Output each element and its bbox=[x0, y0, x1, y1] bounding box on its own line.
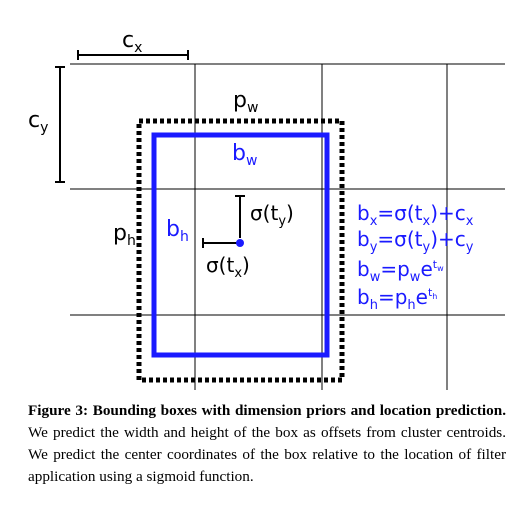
bh-label: bh bbox=[166, 217, 189, 245]
sigma-ty-label: σ(ty) bbox=[250, 201, 294, 229]
figure-caption: Figure 3: Bounding boxes with dimension … bbox=[28, 400, 506, 488]
equations: bx=σ(tx)+cx by=σ(ty)+cy bw=pwetw bh=phet… bbox=[357, 201, 474, 313]
equation-bx: bx=σ(tx)+cx bbox=[357, 201, 474, 229]
ph-label: ph bbox=[113, 221, 136, 249]
bw-label: bw bbox=[232, 141, 257, 169]
cy-label: cy bbox=[28, 108, 48, 136]
equation-by: by=σ(ty)+cy bbox=[357, 227, 474, 255]
pw-label: pw bbox=[233, 88, 258, 116]
prior-box bbox=[136, 118, 345, 383]
caption-body: We predict the width and height of the b… bbox=[28, 424, 506, 485]
equation-bw: bw=pwetw bbox=[357, 257, 444, 285]
bounding-box-diagram: cx cy pw ph bw bh σ(ty) σ(tx) bbox=[28, 28, 505, 390]
equation-bh: bh=pheth bbox=[357, 285, 437, 313]
center-point bbox=[236, 239, 244, 247]
grid bbox=[70, 63, 505, 390]
caption-title: Bounding boxes with dimension priors and… bbox=[92, 402, 506, 419]
predicted-box bbox=[151, 132, 330, 358]
sigma-ty-marker bbox=[235, 195, 245, 238]
sigma-tx-label: σ(tx) bbox=[206, 253, 250, 281]
cx-dimension bbox=[77, 50, 189, 60]
sigma-tx-marker bbox=[202, 238, 240, 248]
cy-dimension bbox=[55, 66, 65, 183]
cx-label: cx bbox=[122, 28, 142, 56]
figure-label: Figure 3: bbox=[28, 402, 89, 419]
